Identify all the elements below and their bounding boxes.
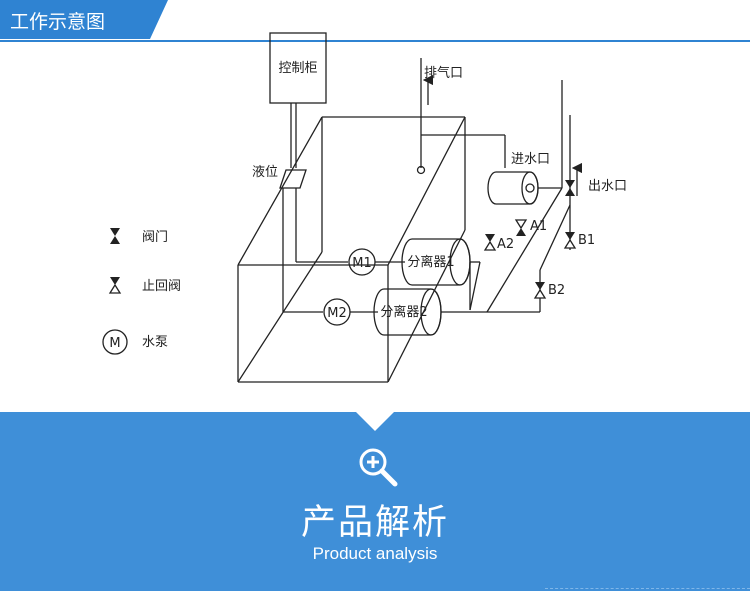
magnifier-plus-icon	[359, 448, 398, 487]
legend-pump-label: 水泵	[142, 335, 168, 350]
header-title: 工作示意图	[10, 11, 106, 33]
valve-a2-label: A2	[497, 237, 514, 252]
legend: 阀门 止回阀 M 水泵	[102, 228, 181, 355]
legend-pump-symbol: M	[109, 336, 120, 351]
outlet-label: 出水口	[588, 179, 627, 194]
header-tab-bar	[0, 0, 168, 39]
outlet-valve-icon	[565, 180, 575, 196]
inlet-label: 进水口	[511, 152, 550, 167]
valve-b2-label: B2	[548, 283, 565, 298]
valve-a1-label: A1	[530, 219, 547, 234]
product-analysis-banner: 产品解析 Product analysis	[0, 411, 750, 592]
valve-icon	[110, 228, 120, 244]
valve-b1-icon	[563, 232, 577, 249]
banner-notch	[355, 411, 395, 431]
legend-valve-label: 阀门	[142, 230, 168, 245]
pump-icon	[102, 329, 128, 355]
banner-subtitle: Product analysis	[312, 544, 438, 563]
valve-b1-label: B1	[578, 233, 595, 248]
pump-m2-label: M2	[327, 306, 347, 321]
header-tab: 工作示意图	[0, 0, 750, 44]
working-diagram: 控制柜 液位 排气口 M1 分离器1 M2 分离器2 进水口	[102, 32, 627, 383]
control-cabinet-box	[269, 32, 327, 104]
level-sensor	[279, 169, 307, 189]
separator-1-label: 分离器1	[407, 254, 454, 270]
legend-check-valve-label: 止回阀	[142, 279, 181, 294]
exhaust-label: 排气口	[424, 65, 463, 81]
level-label: 液位	[252, 165, 278, 180]
separator-2-label: 分离器2	[380, 304, 427, 320]
header-underline	[0, 40, 750, 42]
banner-title: 产品解析	[300, 503, 449, 543]
valve-b2-icon	[533, 282, 547, 299]
inlet-filter	[487, 171, 539, 205]
pump-m1-label: M1	[352, 256, 372, 271]
valve-a1-icon	[514, 219, 528, 236]
valve-a2-icon	[483, 234, 497, 251]
control-cabinet-label: 控制柜	[278, 61, 317, 76]
check-valve-icon	[108, 277, 122, 294]
banner-divider	[545, 588, 750, 592]
